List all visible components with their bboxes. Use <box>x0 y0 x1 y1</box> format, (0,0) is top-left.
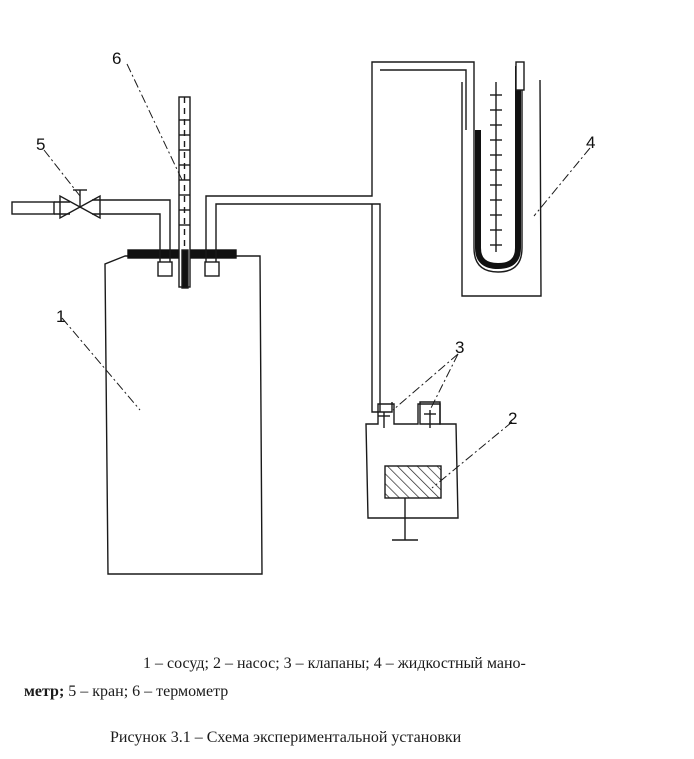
legend-line-2: метр; 5 – кран; 6 – термометр <box>24 680 228 704</box>
valve <box>59 189 101 220</box>
callout-1: 1 <box>56 307 65 326</box>
legend-line-1: 1 – сосуд; 2 – насос; 3 – клапаны; 4 – ж… <box>143 655 526 672</box>
callout-3: 3 <box>455 338 464 357</box>
figure-caption: Рисунок 3.1 – Схема экспериментальной ус… <box>110 729 462 746</box>
outlet-pipe <box>204 61 475 402</box>
callout-4: 4 <box>586 133 595 152</box>
legend-line-2-rest: 5 – кран; 6 – термометр <box>64 683 229 700</box>
callout-6: 6 <box>112 49 121 68</box>
experimental-setup-diagram: 1 2 3 4 5 6 <box>11 49 595 575</box>
vessel <box>104 249 263 575</box>
leader-lines <box>43 63 591 489</box>
liquid-manometer <box>461 61 542 297</box>
callout-5: 5 <box>36 135 45 154</box>
thermometer <box>178 96 191 289</box>
inlet-pipe <box>11 199 173 277</box>
legend-line-2-term: метр; <box>24 683 65 700</box>
pump <box>365 403 459 541</box>
callout-2: 2 <box>508 409 517 428</box>
